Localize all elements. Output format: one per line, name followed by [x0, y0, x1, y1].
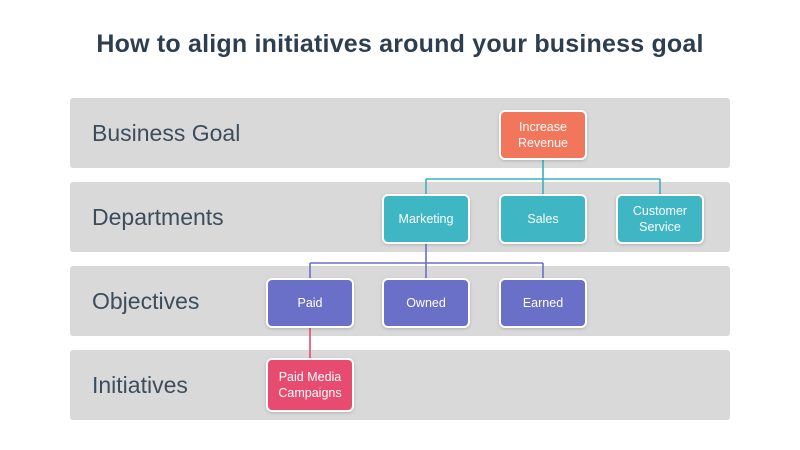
row-initiatives: Initiatives — [70, 350, 730, 420]
row-business-goal: Business Goal — [70, 98, 730, 168]
node-owned: Owned — [382, 278, 470, 328]
node-customer-service: Customer Service — [616, 194, 704, 244]
page-title: How to align initiatives around your bus… — [96, 30, 704, 58]
node-sales: Sales — [499, 194, 587, 244]
node-paid: Paid — [266, 278, 354, 328]
row-label-initiatives: Initiatives — [92, 371, 188, 398]
node-paid-media-campaigns: Paid Media Campaigns — [266, 358, 354, 412]
node-earned: Earned — [499, 278, 587, 328]
row-label-objectives: Objectives — [92, 287, 200, 314]
node-marketing: Marketing — [382, 194, 470, 244]
row-label-business-goal: Business Goal — [92, 119, 241, 146]
row-label-departments: Departments — [92, 203, 224, 230]
node-increase-revenue: Increase Revenue — [499, 110, 587, 160]
